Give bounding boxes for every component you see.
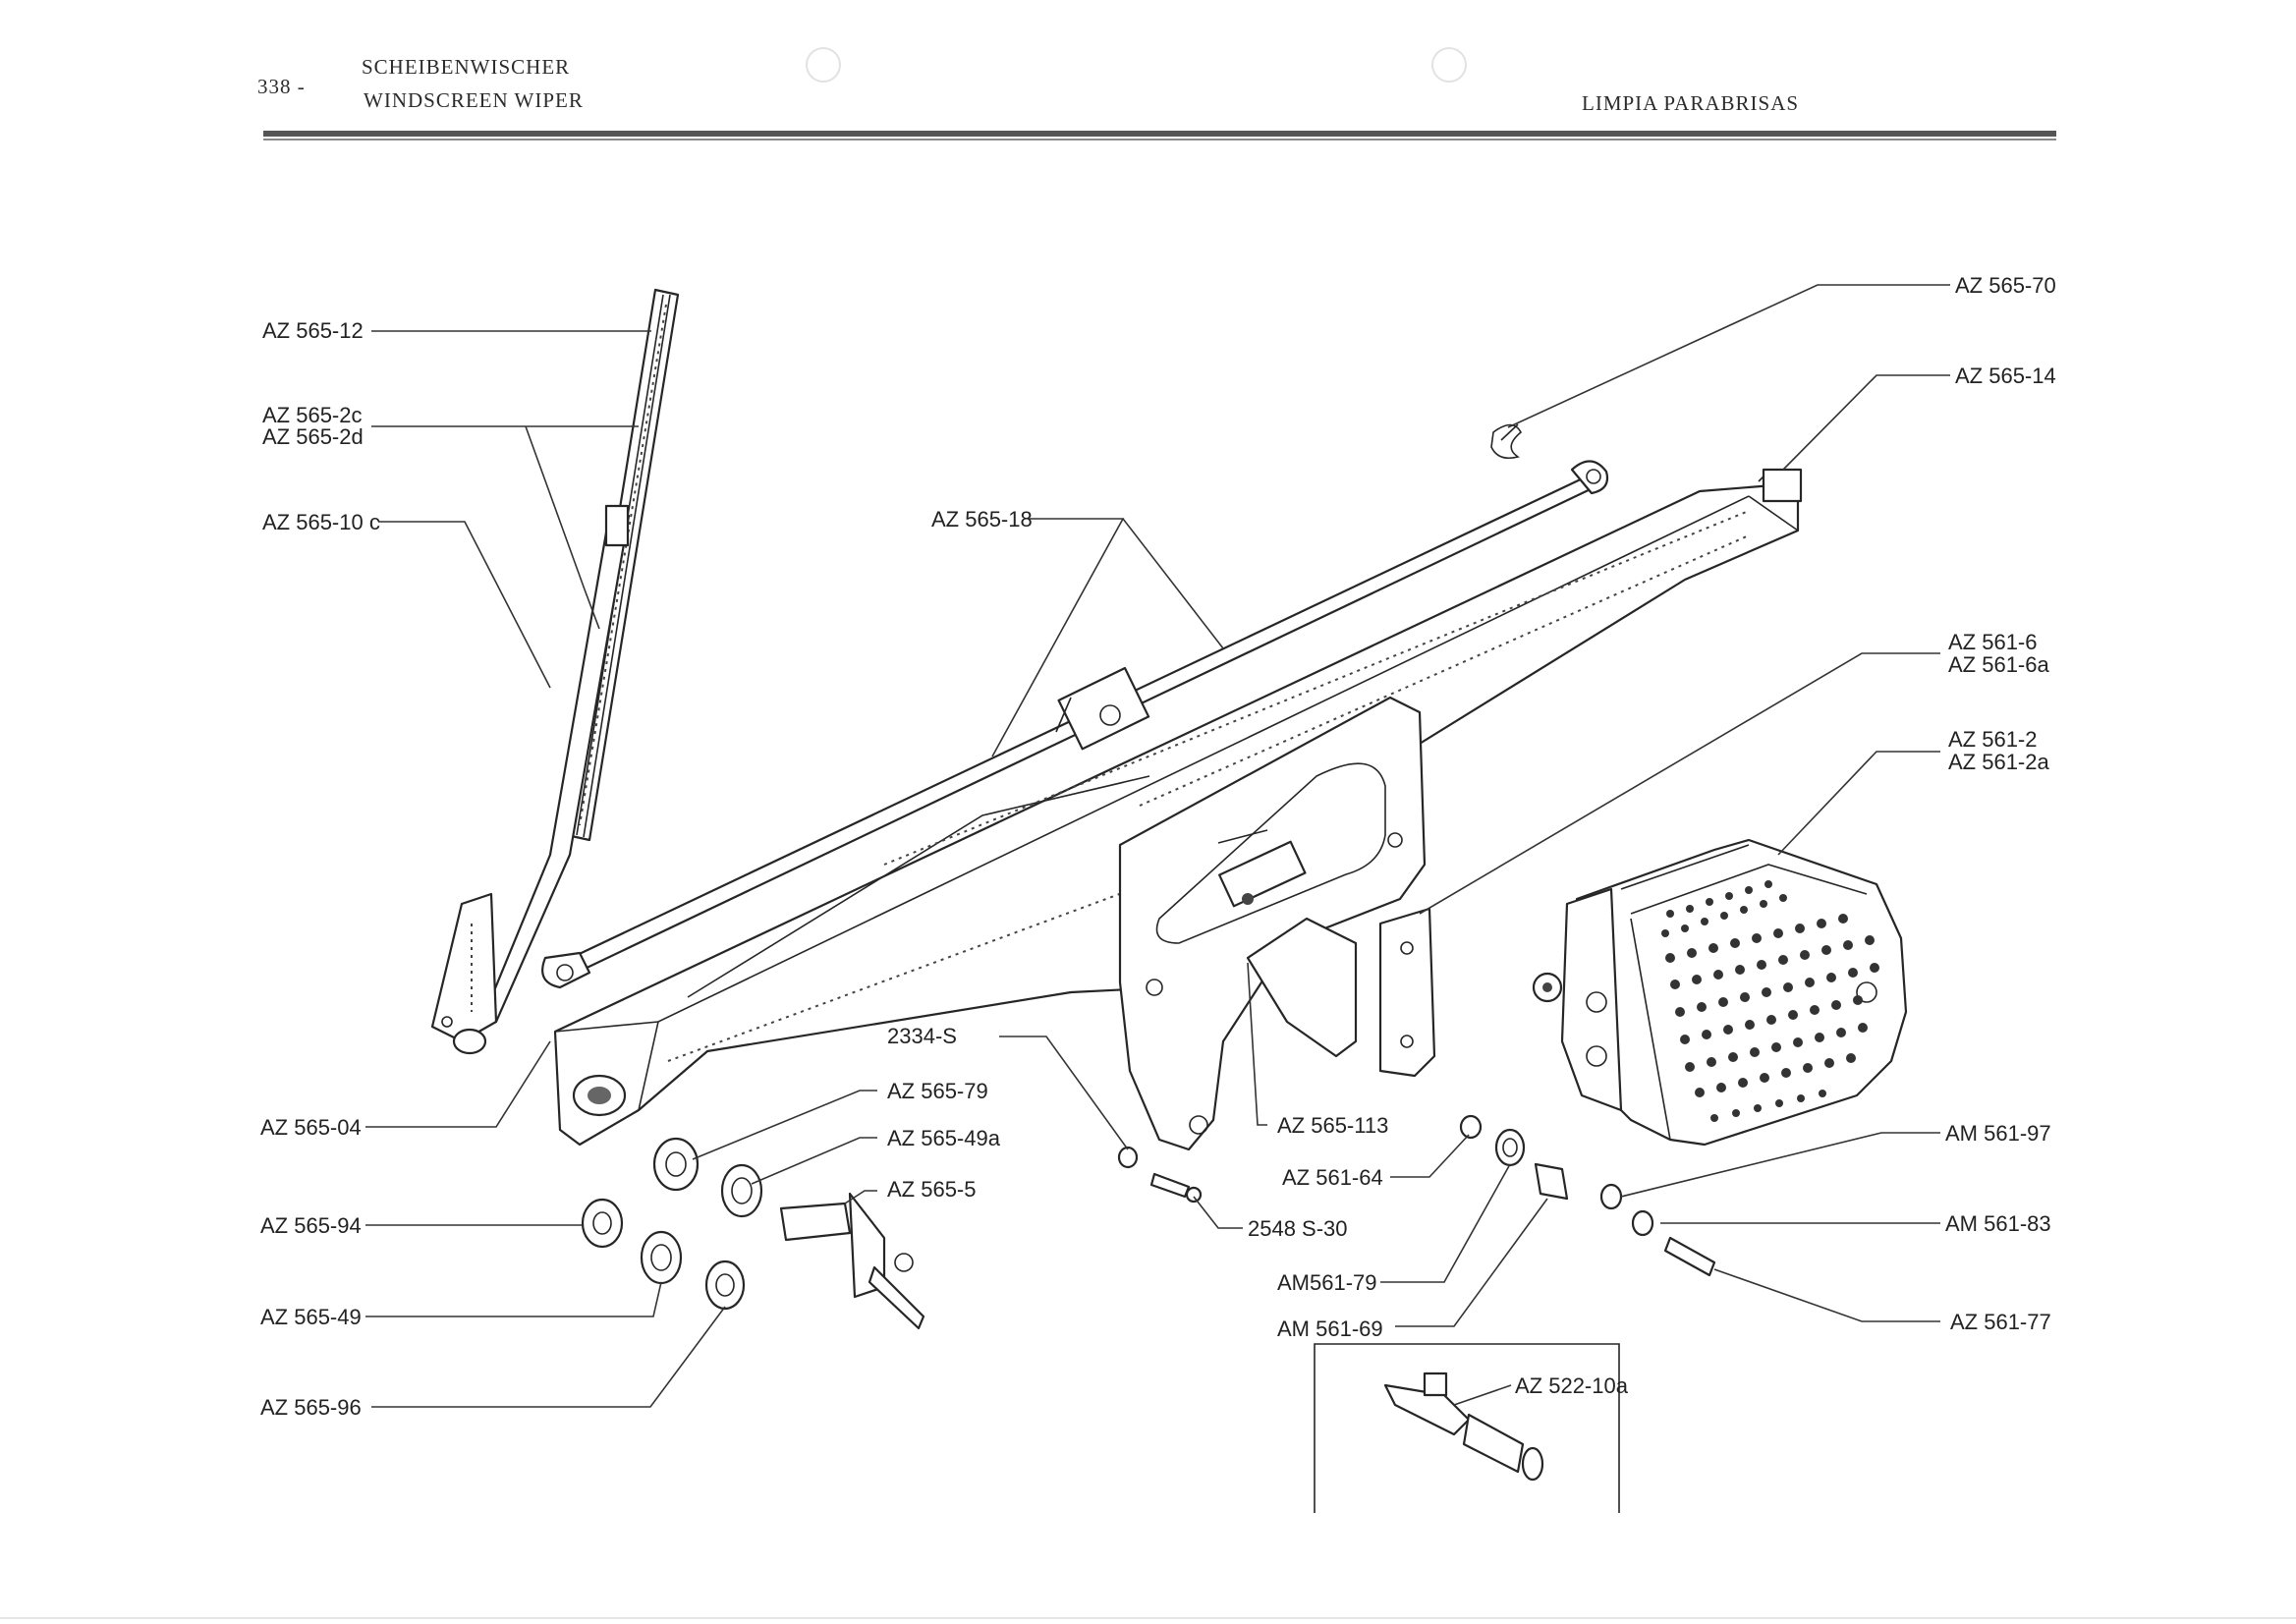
label-az565-2c: AZ 565-2c [262, 403, 363, 427]
label-az565-49a: AZ 565-49a [887, 1126, 1001, 1150]
label-az565-113: AZ 565-113 [1277, 1113, 1388, 1138]
washer-am561-83 [1631, 1209, 1654, 1237]
label-am561-83: AM 561-83 [1945, 1211, 2051, 1236]
header-rule-thin [263, 139, 2056, 140]
wiper-arm [430, 504, 631, 1055]
wiper-spindle [779, 1202, 852, 1242]
sleeve-am561-97 [1599, 1183, 1623, 1210]
label-2548-s30: 2548 S-30 [1248, 1216, 1348, 1241]
ring-am561-79 [1494, 1128, 1526, 1167]
title-german: SCHEIBENWISCHER [362, 55, 571, 79]
label-az565-94: AZ 565-94 [260, 1213, 362, 1238]
motor-cover-vent-holes [1661, 880, 1879, 1122]
title-english: WINDSCREEN WIPER [364, 88, 584, 112]
motor-fastener-group [1459, 1114, 1716, 1277]
nut-az565-79 [652, 1137, 700, 1192]
label-az565-12: AZ 565-12 [262, 318, 364, 343]
motor-side-bracket [1378, 907, 1436, 1078]
washer-az565-49a [720, 1163, 763, 1218]
screw-parts-center [1117, 1146, 1203, 1204]
title-spanish: LIMPIA PARABRISAS [1582, 91, 1800, 115]
label-am561-69: AM 561-69 [1277, 1316, 1383, 1341]
punch-hole [806, 47, 841, 83]
label-az565-70: AZ 565-70 [1955, 273, 2056, 298]
washer-az565-49 [640, 1230, 683, 1285]
bolt-az561-77 [1663, 1236, 1716, 1277]
label-az561-77: AZ 561-77 [1950, 1310, 2051, 1334]
label-az565-18: AZ 565-18 [931, 507, 1033, 532]
label-az561-2: AZ 561-2 [1948, 727, 2038, 752]
page-number: 338 - [257, 75, 306, 98]
label-az565-14: AZ 565-14 [1955, 364, 2056, 388]
punch-hole [1431, 47, 1467, 83]
sleeve-am561-69 [1534, 1162, 1569, 1201]
label-az561-64: AZ 561-64 [1282, 1165, 1383, 1190]
header-rule [263, 131, 2056, 137]
motor-mounting-plate [1118, 696, 1427, 1151]
label-am561-97: AM 561-97 [1945, 1121, 2051, 1146]
connecting-rod [541, 460, 1609, 989]
spindle-parts-group [581, 1137, 925, 1330]
label-az565-96: AZ 565-96 [260, 1395, 362, 1420]
tube-end-clip [1762, 468, 1803, 503]
scan-edge-line [0, 1617, 2296, 1619]
inset-detail-box [1314, 1343, 1620, 1513]
nut-2334-s [1117, 1146, 1139, 1169]
label-az565-79: AZ 565-79 [887, 1079, 988, 1103]
lower-bracket [1246, 917, 1358, 1058]
label-az561-6: AZ 561-6 [1948, 630, 2038, 654]
label-az561-6a: AZ 561-6a [1948, 652, 2049, 677]
label-az565-10c: AZ 565-10 c [262, 510, 380, 534]
leader-lines [365, 284, 1950, 1408]
label-2334-s: 2334-S [887, 1024, 957, 1048]
label-az565-2d: AZ 565-2d [262, 424, 364, 449]
label-az522-10a: AZ 522-10a [1515, 1373, 1629, 1398]
washer-az561-64 [1459, 1114, 1483, 1140]
nut-az565-94 [581, 1198, 624, 1249]
label-az565-5: AZ 565-5 [887, 1177, 977, 1202]
label-az561-2a: AZ 561-2a [1948, 750, 2049, 774]
label-az565-04: AZ 565-04 [260, 1115, 362, 1140]
screw-2548-s30 [1149, 1172, 1191, 1199]
label-az565-49: AZ 565-49 [260, 1305, 362, 1329]
label-am561-79: AM561-79 [1277, 1270, 1377, 1295]
spring-clip [1490, 423, 1523, 460]
washer-az565-96 [704, 1260, 746, 1311]
wiper-motor [1532, 838, 1908, 1147]
